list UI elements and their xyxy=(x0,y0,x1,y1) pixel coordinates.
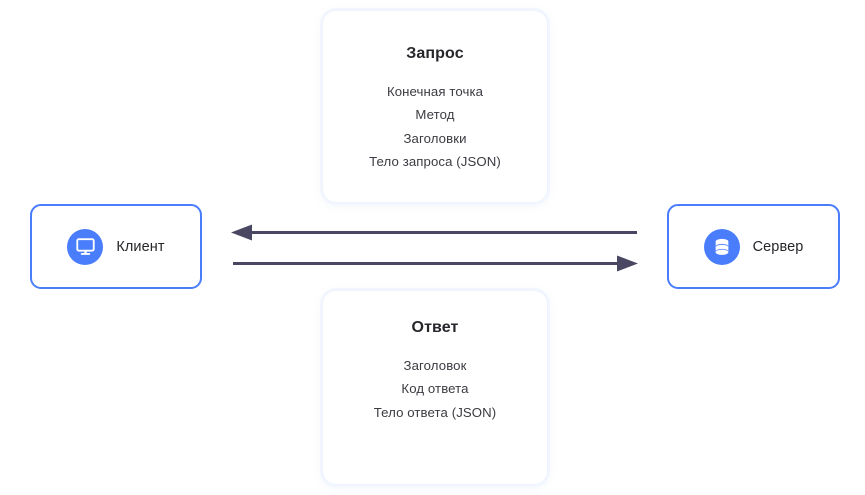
server-node-label: Сервер xyxy=(752,238,804,255)
request-arrow xyxy=(233,255,638,272)
request-card-lines: Конечная точка Метод Заголовки Тело запр… xyxy=(323,80,547,174)
client-node-label: Клиент xyxy=(116,238,165,255)
response-card-title: Ответ xyxy=(411,319,459,336)
request-line-body: Тело запроса (JSON) xyxy=(369,154,501,170)
client-node-content: Клиент xyxy=(67,228,165,265)
request-line-headers: Заголовки xyxy=(403,130,467,146)
client-node[interactable]: Клиент xyxy=(30,204,202,289)
response-card: Ответ Заголовок Код ответа Тело ответа (… xyxy=(322,290,548,485)
request-card-title: Запрос xyxy=(406,45,464,62)
response-line-header: Заголовок xyxy=(403,358,467,373)
request-line-method: Метод xyxy=(415,107,455,123)
monitor-icon xyxy=(67,228,104,265)
server-node[interactable]: Сервер xyxy=(667,204,840,289)
server-node-content: Сервер xyxy=(703,228,804,265)
request-card: Запрос Конечная точка Метод Заголовки Те… xyxy=(322,10,548,203)
response-card-lines: Заголовок Код ответа Тело ответа (JSON) xyxy=(323,354,547,424)
database-icon xyxy=(703,228,740,265)
response-line-body: Тело ответа (JSON) xyxy=(373,404,497,420)
response-line-status-code: Код ответа xyxy=(401,381,469,397)
request-line-endpoint: Конечная точка xyxy=(386,84,484,99)
response-arrow xyxy=(231,224,637,241)
